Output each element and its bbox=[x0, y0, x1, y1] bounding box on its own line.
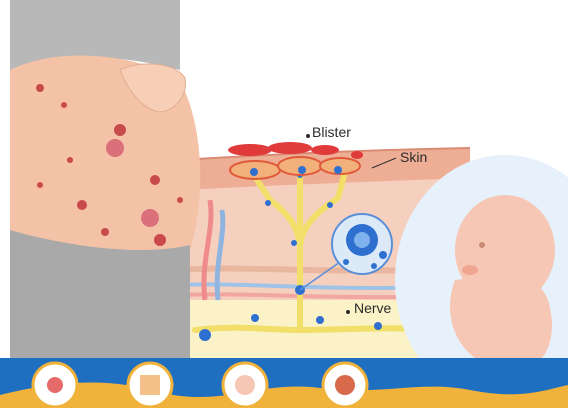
bottom-band bbox=[0, 358, 568, 408]
nerve-label: Nerve bbox=[354, 300, 392, 316]
pregnant-belly bbox=[10, 0, 200, 360]
blister-label: Blister bbox=[312, 124, 351, 140]
skin-label: Skin bbox=[400, 149, 427, 165]
shirt-bottom bbox=[10, 230, 190, 360]
